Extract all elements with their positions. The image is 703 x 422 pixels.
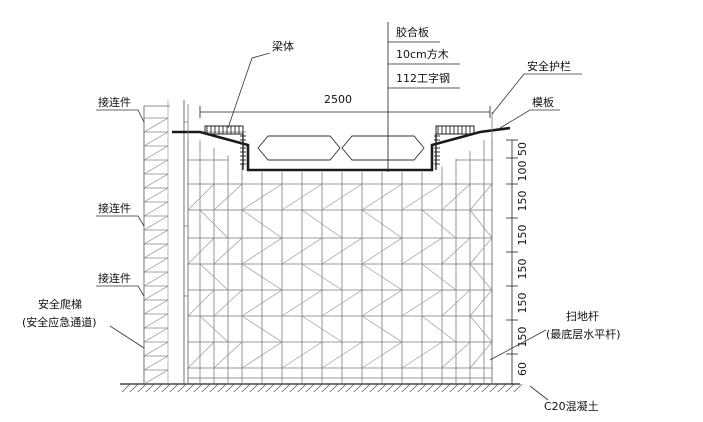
vertical-dim-value: 60 (516, 362, 529, 376)
label-formwork: 模板 (532, 95, 554, 109)
vertical-dim-value: 150 (516, 293, 529, 314)
diagonal-braces (187, 183, 493, 369)
vertical-dimension: 50 100 150 150 150 150 150 60 (506, 139, 529, 385)
connector-callout-1: 接连件 (96, 96, 145, 123)
connector-callout-3: 接连件 (96, 272, 145, 297)
void-right (341, 135, 425, 161)
safety-ladder-tower (143, 100, 185, 385)
formwork-callout: 模板 (499, 95, 560, 129)
vertical-dim-value: 150 (516, 191, 529, 212)
label-guardrail: 安全护栏 (527, 59, 571, 73)
vertical-dim-value: 150 (516, 225, 529, 246)
ladder-callout: 安全爬梯 (安全应急通道) (22, 297, 145, 349)
support-scaffold (184, 121, 493, 384)
label-connector-2: 接连件 (98, 202, 131, 215)
ground (120, 383, 523, 393)
vertical-dim-value: 50 (516, 142, 529, 156)
label-connector-1: 接连件 (98, 96, 131, 109)
span-dimension: 2500 (199, 93, 491, 118)
void-left (257, 135, 341, 161)
label-ladder-note: (安全应急通道) (22, 315, 97, 329)
vertical-dim-value: 150 (516, 327, 529, 348)
label-timber: 10cm方木 (396, 47, 449, 61)
concrete-callout: C20混凝土 (529, 385, 599, 413)
sweep-rod-callout: 扫地杆 (最底层水平杆) (489, 309, 621, 361)
label-ladder: 安全爬梯 (38, 297, 82, 311)
vertical-dim-value: 150 (516, 259, 529, 280)
material-label-stack: 胶合板 10cm方木 112工字钢 (387, 22, 460, 172)
label-sweep-note: (最底层水平杆) (546, 327, 621, 341)
label-sweep: 扫地杆 (566, 309, 599, 323)
label-beam: 梁体 (272, 39, 294, 53)
beam-body (172, 125, 511, 172)
vertical-dim-value: 100 (516, 161, 529, 182)
label-connector-3: 接连件 (98, 272, 131, 285)
label-plywood: 胶合板 (396, 25, 429, 39)
label-steel: 112工字钢 (396, 71, 450, 85)
span-value: 2500 (324, 93, 352, 106)
connector-callout-2: 接连件 (96, 202, 145, 227)
label-concrete: C20混凝土 (544, 399, 599, 413)
beam-callout: 梁体 (227, 39, 294, 129)
guardrail-callout: 安全护栏 (491, 59, 582, 115)
